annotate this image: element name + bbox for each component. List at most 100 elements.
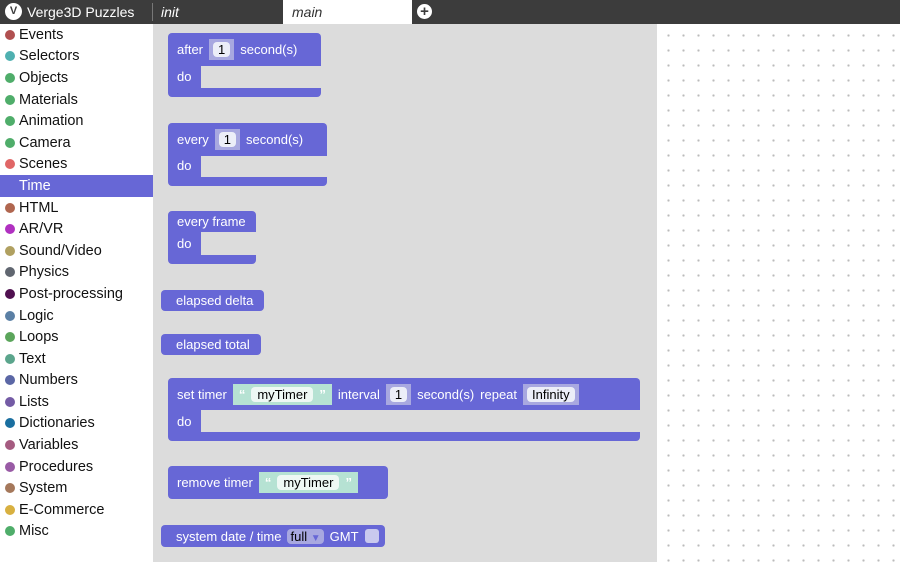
sidebar-item-label: Text <box>19 350 46 367</box>
top-bar: V Verge3D Puzzles init main + <box>0 0 900 24</box>
unit-label: second(s) <box>417 386 475 402</box>
block-label: every frame <box>177 214 246 229</box>
sidebar-item-time[interactable]: Time <box>0 175 153 197</box>
remove-timer-block[interactable]: remove timer “myTimer” <box>168 466 388 499</box>
do-label: do <box>177 414 192 429</box>
elapsed-delta-block[interactable]: elapsed delta <box>161 290 264 311</box>
repeat-label: repeat <box>480 386 518 402</box>
sidebar-item-procedures[interactable]: Procedures <box>0 456 153 478</box>
interval-label: interval <box>337 386 380 402</box>
category-dot-icon <box>5 353 15 364</box>
sidebar-item-post-processing[interactable]: Post-processing <box>0 283 153 305</box>
category-dot-icon <box>5 29 15 40</box>
block-label: every <box>177 132 209 147</box>
category-dot-icon <box>5 202 15 213</box>
category-dot-icon <box>5 396 15 407</box>
sidebar-item-label: AR/VR <box>19 221 64 238</box>
number-input[interactable]: 1 <box>214 129 241 150</box>
format-dropdown[interactable]: full ▼ <box>287 528 324 544</box>
elapsed-total-block[interactable]: elapsed total <box>161 334 261 355</box>
sidebar-item-e-commerce[interactable]: E-Commerce <box>0 499 153 521</box>
sidebar-item-numbers[interactable]: Numbers <box>0 370 153 392</box>
category-dot-icon <box>5 526 15 537</box>
sidebar-item-physics[interactable]: Physics <box>0 262 153 284</box>
sidebar-item-materials[interactable]: Materials <box>0 89 153 111</box>
tab-init[interactable]: init <box>161 4 179 20</box>
category-dot-icon <box>5 267 15 278</box>
sidebar-item-events[interactable]: Events <box>0 24 153 46</box>
interval-input[interactable]: 1 <box>385 383 412 405</box>
sidebar-item-label: System <box>19 480 68 497</box>
category-dot-icon <box>5 224 15 235</box>
system-date-time-block[interactable]: system date / time full ▼ GMT <box>161 525 385 547</box>
gmt-checkbox[interactable] <box>364 529 379 543</box>
block-label: after <box>177 42 204 57</box>
category-dot-icon <box>5 440 15 451</box>
block-label: elapsed total <box>176 337 250 352</box>
sidebar-item-label: Lists <box>19 393 49 410</box>
category-dot-icon <box>5 288 15 299</box>
sidebar-item-system[interactable]: System <box>0 477 153 499</box>
sidebar-item-label: E-Commerce <box>19 501 105 518</box>
sidebar-item-html[interactable]: HTML <box>0 197 153 219</box>
category-dot-icon <box>5 461 15 472</box>
sidebar-item-variables[interactable]: Variables <box>0 434 153 456</box>
sidebar-item-ar-vr[interactable]: AR/VR <box>0 218 153 240</box>
category-dot-icon <box>5 504 15 515</box>
sidebar-item-sound-video[interactable]: Sound/Video <box>0 240 153 262</box>
sidebar-item-label: Selectors <box>19 48 80 65</box>
sidebar-item-logic[interactable]: Logic <box>0 305 153 327</box>
sidebar-item-label: Time <box>19 177 51 194</box>
repeat-input[interactable]: Infinity <box>523 383 579 405</box>
sidebar-item-animation[interactable]: Animation <box>0 110 153 132</box>
gmt-label: GMT <box>329 528 359 544</box>
chevron-down-icon: ▼ <box>310 532 321 544</box>
unit-label: second(s) <box>240 42 298 57</box>
category-dot-icon <box>5 483 15 494</box>
timer-name-input[interactable]: “myTimer” <box>258 472 358 493</box>
block-label: set timer <box>177 386 227 402</box>
category-dot-icon <box>5 332 15 343</box>
category-dot-icon <box>5 94 15 105</box>
category-dot-icon <box>5 418 15 429</box>
sidebar-item-lists[interactable]: Lists <box>0 391 153 413</box>
sidebar-item-text[interactable]: Text <box>0 348 153 370</box>
do-label: do <box>177 236 192 251</box>
sidebar-item-label: Objects <box>19 69 69 86</box>
sidebar-item-label: Dictionaries <box>19 415 95 432</box>
timer-name-input[interactable]: “myTimer” <box>232 383 332 405</box>
app-title: Verge3D Puzzles <box>27 4 135 20</box>
add-tab-plus-icon[interactable]: + <box>417 4 432 19</box>
unit-label: second(s) <box>246 132 304 147</box>
sidebar-item-label: Physics <box>19 264 69 281</box>
sidebar-item-label: Variables <box>19 437 79 454</box>
category-dot-icon <box>5 72 15 83</box>
category-dot-icon <box>5 245 15 256</box>
verge3d-logo-icon: V <box>5 3 22 20</box>
sidebar-item-selectors[interactable]: Selectors <box>0 46 153 68</box>
category-dot-icon <box>5 159 15 170</box>
sidebar-item-label: Animation <box>19 113 84 130</box>
sidebar-item-misc[interactable]: Misc <box>0 521 153 543</box>
sidebar-item-label: HTML <box>19 199 59 216</box>
sidebar-item-label: Scenes <box>19 156 68 173</box>
block-label: elapsed delta <box>176 293 254 308</box>
block-label: system date / time <box>176 528 282 544</box>
sidebar-item-label: Camera <box>19 134 71 151</box>
category-dot-icon <box>5 375 15 386</box>
sidebar-item-loops[interactable]: Loops <box>0 326 153 348</box>
sidebar-item-objects[interactable]: Objects <box>0 67 153 89</box>
sidebar-item-camera[interactable]: Camera <box>0 132 153 154</box>
sidebar-item-dictionaries[interactable]: Dictionaries <box>0 413 153 435</box>
category-dot-icon <box>5 181 15 191</box>
number-input[interactable]: 1 <box>209 39 235 60</box>
sidebar-item-label: Post-processing <box>19 285 123 302</box>
block-label: remove timer <box>177 475 253 490</box>
canvas-grid[interactable] <box>657 24 900 562</box>
sidebar-item-label: Sound/Video <box>19 242 102 259</box>
tab-main[interactable]: main <box>283 0 412 24</box>
sidebar-item-scenes[interactable]: Scenes <box>0 154 153 176</box>
category-dot-icon <box>5 116 15 127</box>
category-dot-icon <box>5 310 15 321</box>
